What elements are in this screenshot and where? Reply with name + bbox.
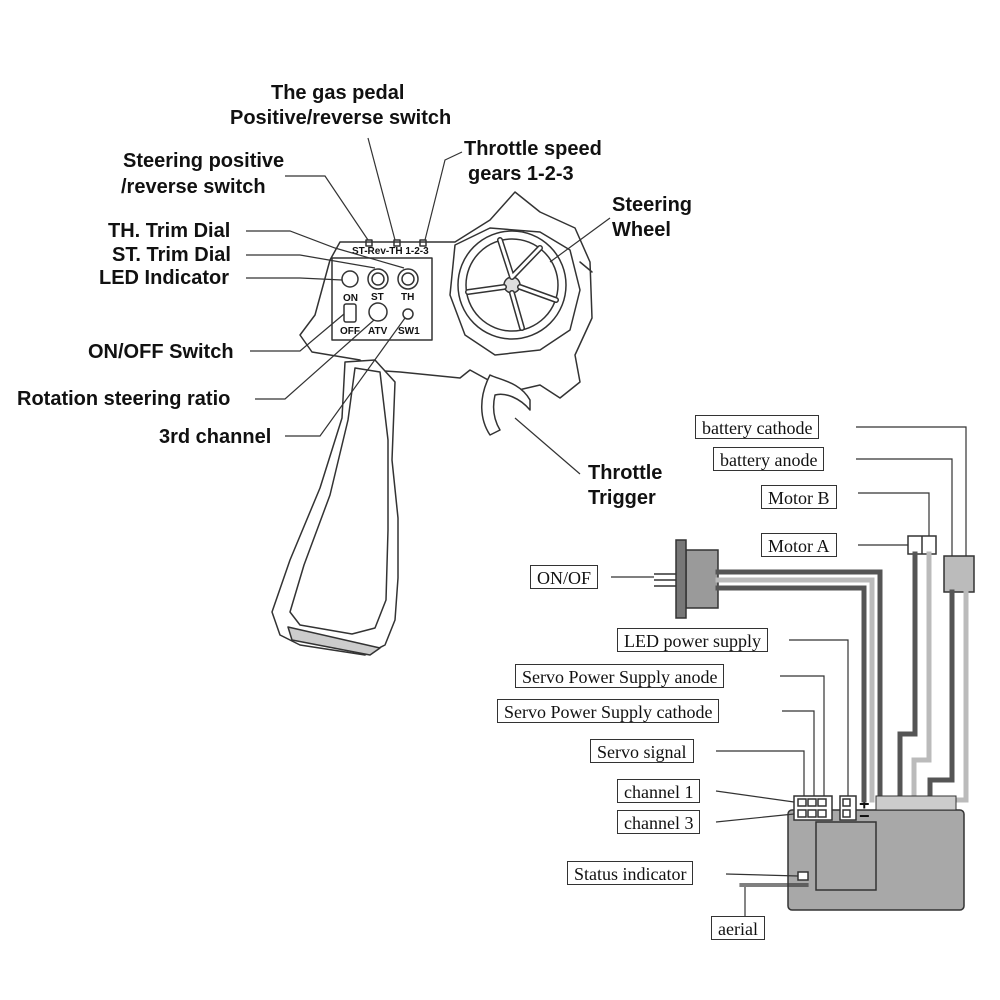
leader-throttle-trigger [514,417,581,475]
label-motor-a: Motor A [761,533,837,557]
atv-dial [368,302,388,322]
label-gas-pedal-line2: Positive/reverse switch [230,107,452,129]
receiver-leaders [611,426,967,916]
leader-status [725,873,799,877]
top-switch-1 [365,239,373,247]
label-battery-anode: battery anode [713,447,825,471]
panel-sw1-label: SW1 [398,326,420,337]
label-steering-wheel-line2: Wheel [612,219,671,241]
steering-wheel-rim [465,238,559,332]
leader-st-trim [246,254,376,269]
label-steering-switch-line2: /reverse switch [121,176,266,198]
label-rotation: Rotation steering ratio [17,388,231,410]
throttle-trigger [481,374,531,436]
handle-inner-contour [289,367,389,635]
panel-on-label: ON [343,293,358,304]
handle-base [287,626,381,656]
leader-servo-anode [780,675,825,796]
panel-st-label: ST [371,292,384,303]
top-switch-2 [393,239,401,247]
leader-battery-cathode [856,426,967,556]
panel-off-label: OFF [340,326,360,337]
minus-sign: − [859,806,870,826]
wheel-housing [449,227,581,356]
onof-switch-flange [675,539,687,619]
leader-steering-switch [285,175,369,241]
label-led-power: LED power supply [617,628,768,652]
label-channel3: channel 3 [617,810,701,834]
transmitter [271,191,593,656]
onof-switch-body [685,549,719,609]
label-onoff: ON/OFF Switch [88,341,234,363]
label-servo-cathode: Servo Power Supply cathode [497,699,720,723]
leader-led-power [789,639,849,796]
label-servo-signal: Servo signal [590,739,694,763]
label-third-channel: 3rd channel [159,426,272,448]
leader-channel3 [715,813,795,823]
label-motor-b: Motor B [761,485,837,509]
label-aerial: aerial [711,916,765,940]
label-st-trim: ST. Trim Dial [112,244,231,266]
label-th-trim: TH. Trim Dial [108,220,231,242]
leader-th-trim [246,230,405,269]
onoff-switch [343,303,357,323]
panel-atv-label: ATV [368,326,388,337]
label-throttle-speed-line2: gears 1-2-3 [468,163,574,185]
label-channel1: channel 1 [617,779,701,803]
leader-rotation [255,319,375,400]
battery-connector [943,555,975,593]
receiver-chip [815,821,877,891]
wheel-housing-edge [579,261,593,273]
leader-motor-b [858,492,930,536]
top-switch-3 [419,239,427,247]
leader-servo-cathode [782,710,815,796]
label-gas-pedal-line1: The gas pedal [271,82,405,104]
label-throttle-trigger-line1: Throttle [588,462,663,484]
label-steering-wheel-line1: Steering [612,194,693,216]
label-led: LED Indicator [99,267,230,289]
leader-gas-pedal [367,137,396,241]
panel-th-label: TH [401,292,414,303]
leader-servo-signal [716,750,805,796]
leader-steering-wheel [549,217,611,263]
leader-led [246,277,343,281]
leader-battery-anode [856,458,953,556]
leader-third-channel [285,317,406,437]
label-onof: ON/OF [530,565,599,589]
label-battery-cathode: battery cathode [695,415,820,439]
label-throttle-speed-line1: Throttle speed [464,138,602,160]
panel-top-label: ST-Rev-TH 1-2-3 [352,246,429,257]
status-led [797,871,809,881]
st-trim-dial [367,268,389,290]
label-throttle-trigger-line2: Trigger [588,487,656,509]
receiver-wires [715,551,969,887]
th-trim-dial [397,268,419,290]
label-status-indicator: Status indicator [567,861,694,885]
st-trim-dial-inner [371,272,385,286]
leader-onoff [250,313,345,352]
leader-channel1 [715,790,795,803]
label-steering-switch-line1: Steering positive [123,150,285,172]
steering-wheel-spokes [465,237,559,331]
leader-throttle-speed [424,151,463,241]
label-servo-anode: Servo Power Supply anode [515,664,725,688]
transmitter-leaders [246,137,611,475]
receiver [654,535,975,911]
th-trim-dial-inner [401,272,415,286]
led-indicator [341,270,359,288]
plus-sign: + [859,794,870,814]
sw1-button [402,308,414,320]
